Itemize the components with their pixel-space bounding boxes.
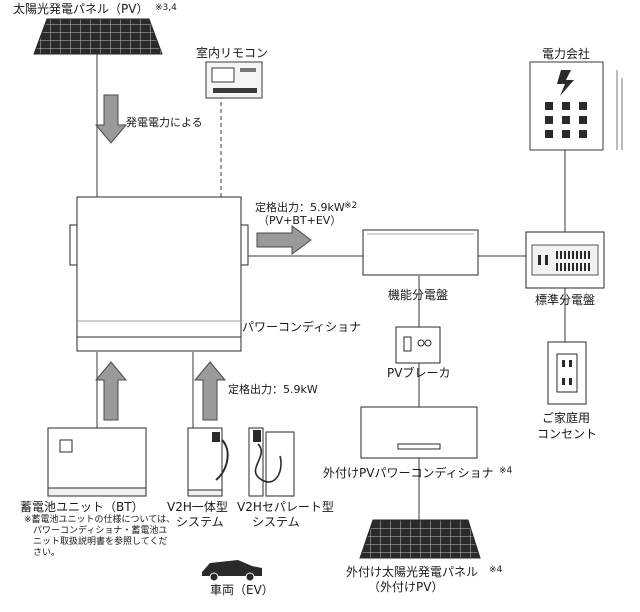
wall-outlet-icon bbox=[547, 341, 587, 405]
utility-label: 電力会社 bbox=[542, 47, 591, 61]
power-conditioner-icon bbox=[69, 196, 249, 352]
arrow-up-battery bbox=[94, 361, 128, 421]
pv-breaker-label: PVブレーカ bbox=[387, 366, 451, 380]
external-pv-note: ※4 bbox=[489, 565, 503, 575]
battery-note-1: ※蓄電池ユニットの仕様については、 bbox=[24, 515, 176, 525]
flow-arrows bbox=[94, 94, 312, 421]
rated-output-1-sub: （PV+BT+EV） bbox=[258, 214, 342, 227]
v2h-separate-label-2: システム bbox=[252, 515, 300, 529]
v2h-integrated-label-1: V2H一体型 bbox=[167, 500, 228, 514]
pv-panel-icon bbox=[33, 18, 163, 60]
outlet-label-1: ご家庭用 bbox=[542, 411, 591, 425]
arrow-down-generation bbox=[94, 94, 128, 144]
pv-breaker-icon bbox=[395, 326, 441, 364]
external-pv-panel-icon bbox=[359, 519, 481, 559]
battery-note-4: さい。 bbox=[33, 548, 61, 558]
external-pv-label-2: （外付けPV） bbox=[368, 580, 444, 594]
remote-controller-icon bbox=[205, 61, 263, 99]
standard-panel-label: 標準分電盤 bbox=[535, 293, 596, 307]
pcs-label: パワーコンディショナ bbox=[242, 320, 362, 334]
outlet-label-2: コンセント bbox=[537, 427, 598, 441]
car-icon bbox=[202, 560, 262, 582]
pv-panel-note: ※3,4 bbox=[155, 3, 177, 13]
rated-output-1-note: ※2 bbox=[344, 201, 358, 211]
arrow-right-output bbox=[256, 225, 312, 255]
v2h-separate-label-1: V2Hセパレート型 bbox=[237, 500, 334, 514]
v2h-integrated-unit-icon bbox=[187, 427, 229, 497]
external-pv-power-conditioner-icon bbox=[360, 406, 478, 459]
battery-note-3: ニット取扱説明書を参照してくだ bbox=[33, 537, 168, 547]
arrow-up-v2h bbox=[193, 361, 227, 421]
v2h-integrated-label-2: システム bbox=[176, 515, 224, 529]
pv-panel-label: 太陽光発電パネル（PV） bbox=[13, 2, 149, 16]
battery-unit-icon bbox=[47, 427, 147, 497]
external-pv-label-1: 外付け太陽光発電パネル bbox=[346, 565, 479, 579]
function-distribution-board-icon bbox=[362, 229, 479, 276]
rated-output-1-label: 定格出力：5.9kW bbox=[255, 201, 345, 214]
function-panel-label: 機能分電盤 bbox=[388, 288, 449, 302]
battery-note-2: パワーコンディショナ・蓄電池ユ bbox=[33, 526, 168, 536]
rated-output-2-label: 定格出力：5.9kW bbox=[228, 383, 318, 396]
vehicle-label: 車両（EV） bbox=[210, 583, 274, 597]
power-company-building-icon bbox=[529, 61, 623, 151]
external-pcs-label: 外付けPVパワーコンディショナ bbox=[323, 466, 494, 480]
generation-label: 発電電力による bbox=[126, 116, 203, 129]
external-pcs-note: ※4 bbox=[499, 466, 513, 476]
battery-label: 蓄電池ユニット（BT） bbox=[20, 500, 144, 514]
v2h-separate-unit-icon bbox=[248, 427, 295, 497]
standard-distribution-board-icon bbox=[525, 231, 605, 289]
remote-label: 室内リモコン bbox=[196, 46, 269, 60]
